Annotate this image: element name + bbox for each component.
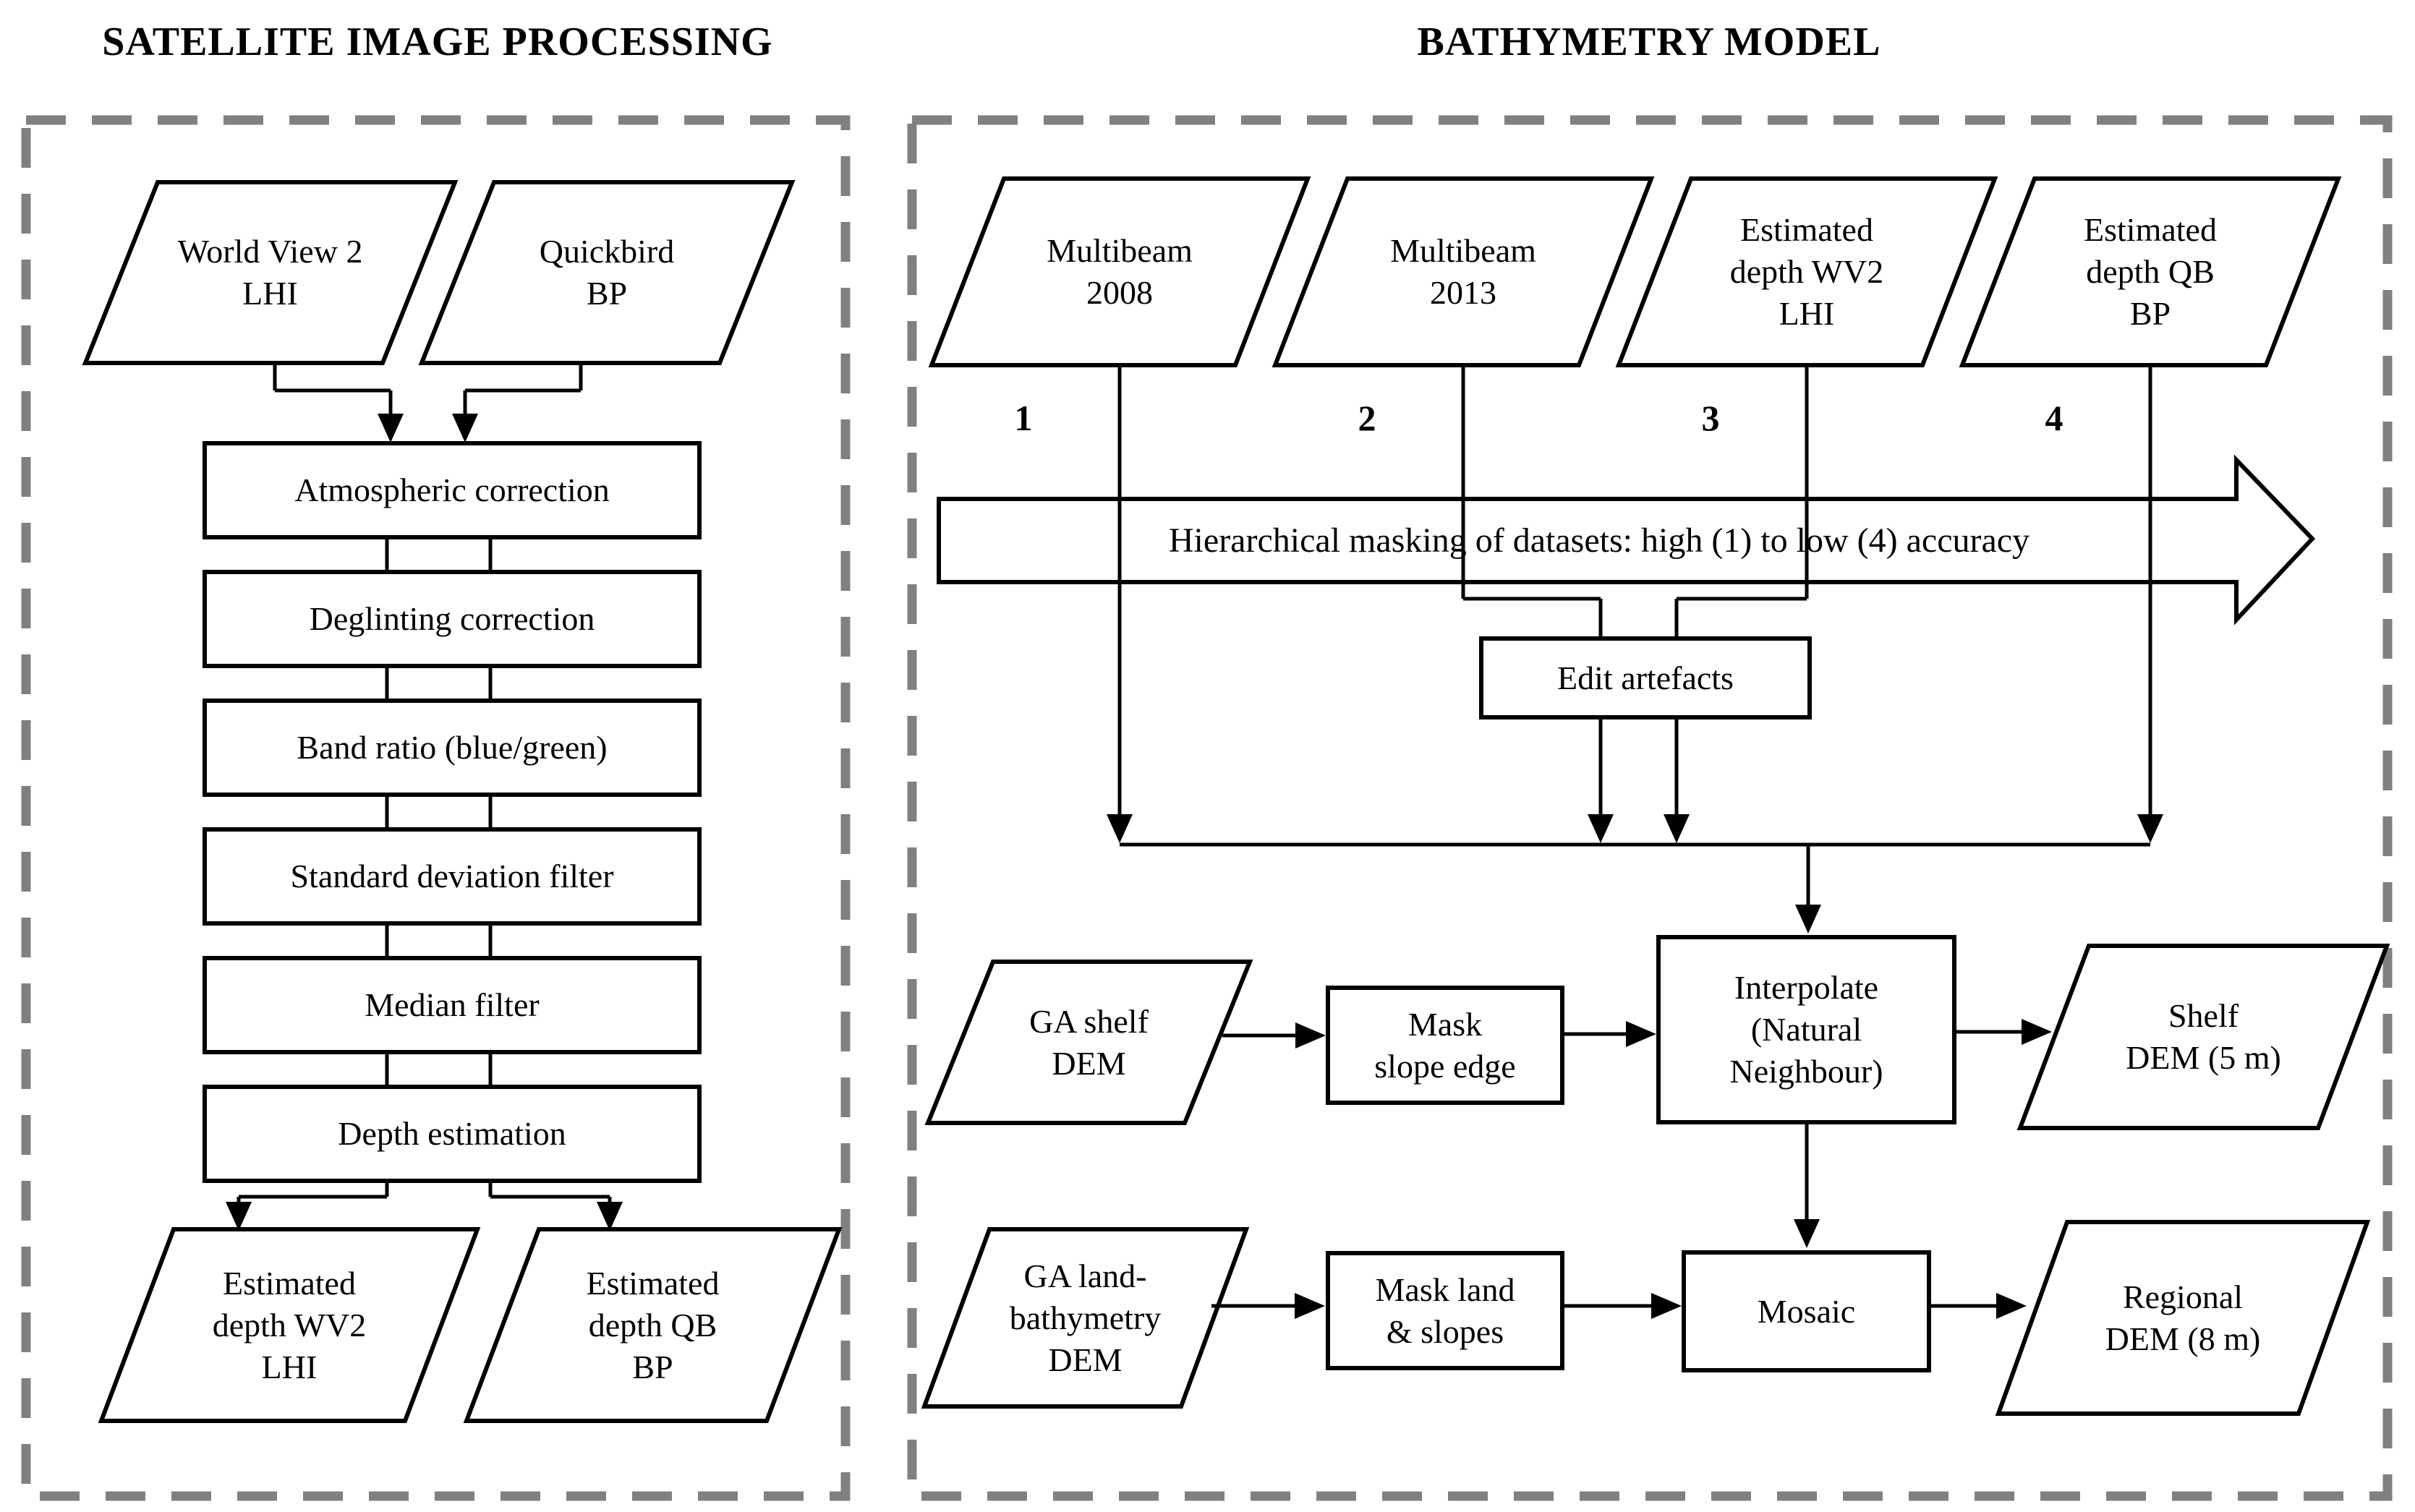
arrowhead-right-icon — [1996, 1293, 2027, 1319]
step-atmospheric-correction: Atmospheric correction — [203, 441, 702, 539]
mosaic-box: Mosaic — [1682, 1250, 1931, 1372]
mask-slope-edge-box: Mask slope edge — [1326, 986, 1564, 1105]
connector-depth-to-qb-output — [488, 1183, 612, 1203]
arrowhead-down-icon — [1794, 1219, 1820, 1248]
arrowhead-right-icon — [1651, 1293, 1682, 1319]
parallelogram-estimated-depth-qb-left — [463, 1227, 843, 1423]
left-panel-title: SATELLITE IMAGE PROCESSING — [102, 20, 773, 64]
arrowhead-right-icon — [1295, 1022, 1326, 1048]
parallelogram-ga-land-bathymetry-dem — [921, 1227, 1250, 1409]
parallelogram-quickbird — [418, 180, 796, 365]
ga-shelf-dem: GA shelf DEM — [1029, 1002, 1149, 1082]
step-band-ratio: Band ratio (blue/green) — [203, 699, 702, 797]
hierarchical-masking-banner-arrow — [937, 454, 2316, 625]
connector-step3-step4 — [385, 797, 493, 827]
input-quickbird: Quickbird BP — [539, 233, 675, 312]
parallelogram-world-view-2 — [82, 180, 459, 365]
arrowhead-down-icon — [1795, 905, 1821, 934]
rank-2: 2 — [1358, 397, 1376, 438]
parallelogram-regional-dem-8m — [1995, 1220, 2371, 1416]
connector-step4-step5 — [385, 926, 493, 956]
rank-3: 3 — [1701, 397, 1720, 438]
dataset-multibeam-2013: Multibeam 2013 — [1390, 232, 1536, 311]
arrowhead-down-icon — [2137, 814, 2163, 843]
connector-depth-to-wv2-output — [237, 1183, 389, 1203]
dataset-estimated-depth-wv2: Estimated depth WV2 LHI — [1729, 211, 1884, 332]
rank-1: 1 — [1014, 397, 1033, 438]
arrowhead-down-icon — [226, 1202, 252, 1231]
edit-artefacts-output-lines — [1598, 719, 1679, 816]
interpolate-box: Interpolate (Natural Neighbour) — [1656, 935, 1956, 1124]
step-standard-deviation-filter: Standard deviation filter — [203, 827, 702, 926]
parallelogram-multibeam-2013 — [1272, 176, 1655, 367]
input-world-view-2: World View 2 LHI — [177, 233, 363, 312]
connector-qb-to-atmospheric — [463, 363, 583, 416]
arrowhead-right-icon — [1295, 1293, 1325, 1319]
connector-step2-step3 — [385, 668, 493, 699]
edit-artefacts-box: Edit artefacts — [1479, 636, 1812, 719]
arrowhead-down-icon — [452, 414, 478, 443]
arrowhead-right-icon — [2022, 1019, 2052, 1045]
dataset-line-2-to-edit — [1461, 365, 1603, 636]
parallelogram-multibeam-2008 — [928, 176, 1311, 367]
step-deglinting-correction: Deglinting correction — [203, 570, 702, 668]
dataset-estimated-depth-qb: Estimated depth QB BP — [2084, 211, 2217, 332]
arrowhead-down-icon — [378, 414, 404, 443]
step-depth-estimation: Depth estimation — [203, 1085, 702, 1183]
step-median-filter: Median filter — [203, 956, 702, 1054]
arrowhead-right-icon — [1626, 1021, 1656, 1047]
dataset-multibeam-2008: Multibeam 2008 — [1047, 232, 1193, 311]
arrowhead-down-icon — [597, 1202, 623, 1231]
dataset-line-3-to-edit — [1674, 365, 1809, 636]
parallelogram-shelf-dem-5m — [2016, 944, 2390, 1130]
left-panel-dashed-border — [21, 115, 851, 1501]
mask-land-slopes-box: Mask land & slopes — [1326, 1251, 1564, 1370]
parallelogram-ga-shelf-dem — [924, 960, 1253, 1125]
connector-step5-step6 — [385, 1054, 493, 1085]
arrowhead-down-icon — [1107, 814, 1133, 843]
connector-step1-step2 — [385, 539, 493, 570]
rank-4: 4 — [2045, 397, 2063, 438]
arrowhead-down-icon — [1664, 814, 1690, 843]
regional-dem-8m: Regional DEM (8 m) — [2105, 1278, 2261, 1357]
banner-text: Hierarchical masking of datasets: high (… — [1168, 521, 2030, 560]
shelf-dem-5m: Shelf DEM (5 m) — [2126, 997, 2281, 1076]
parallelogram-estimated-depth-qb-right — [1959, 176, 2342, 367]
parallelogram-estimated-depth-wv2-left — [98, 1227, 481, 1423]
connector-wv2-to-atmospheric — [273, 363, 393, 416]
ga-land-bathymetry-dem: GA land- bathymetry DEM — [1009, 1257, 1162, 1378]
output-estimated-depth-qb: Estimated depth QB BP — [586, 1264, 720, 1385]
right-panel-title: BATHYMETRY MODEL — [1417, 20, 1881, 64]
parallelogram-estimated-depth-wv2-right — [1615, 176, 1998, 367]
output-estimated-depth-wv2: Estimated depth WV2 LHI — [212, 1264, 367, 1385]
right-panel-dashed-border — [907, 115, 2393, 1501]
arrowhead-down-icon — [1588, 814, 1614, 843]
